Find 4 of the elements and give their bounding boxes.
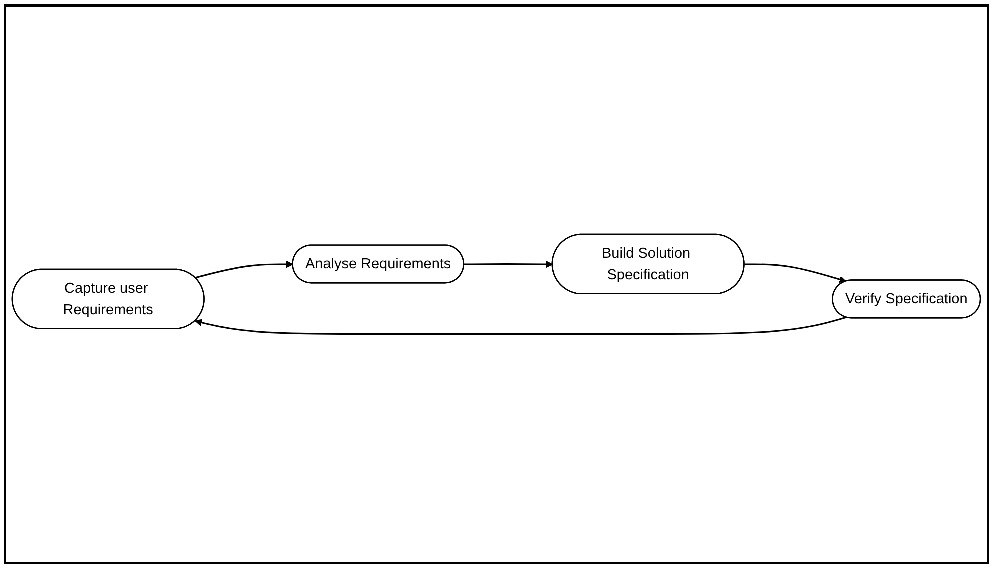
- arrow: [195, 261, 294, 279]
- arrow: [195, 317, 846, 336]
- arrow: [744, 264, 847, 284]
- arrow: [464, 261, 554, 268]
